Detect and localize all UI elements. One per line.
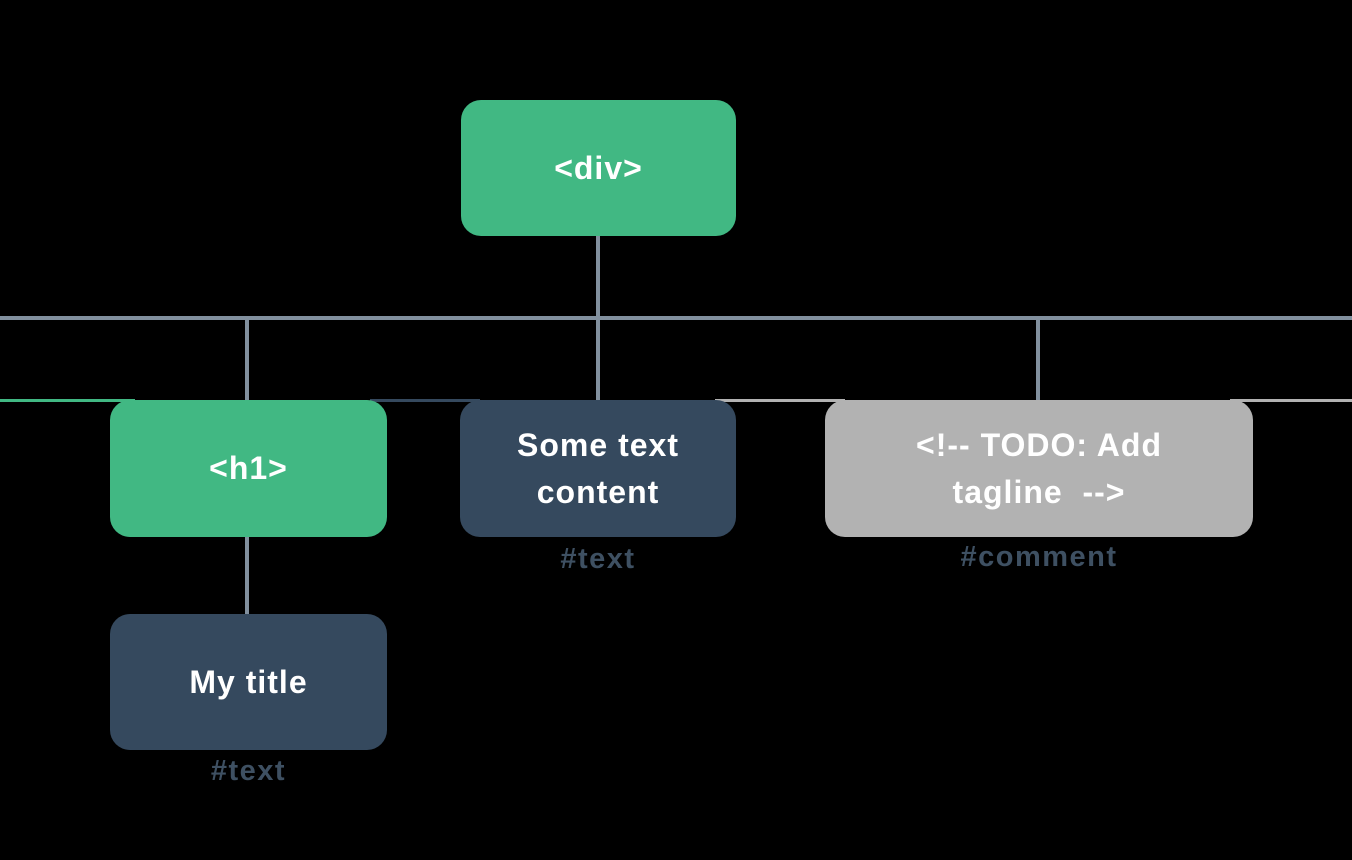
connector-drop-text xyxy=(596,316,600,402)
row-edge-line-between-h1-and-text xyxy=(370,399,480,402)
node-text-line1: Some text xyxy=(517,427,679,464)
node-h1-element: <h1> xyxy=(110,400,387,537)
annotation-comment-node: #comment xyxy=(960,541,1118,573)
connector-drop-comment xyxy=(1036,316,1040,402)
node-comment-line1: <!-- TODO: Add xyxy=(916,427,1162,464)
connector-h1-child xyxy=(245,536,249,616)
node-text-line2: content xyxy=(536,473,660,510)
node-my-title-label: My title xyxy=(189,663,308,700)
connector-children-rail xyxy=(0,316,1352,320)
connector-drop-h1 xyxy=(245,316,249,402)
node-comment: <!-- TODO: Add tagline --> xyxy=(825,400,1253,537)
node-text-content: Some text content xyxy=(460,400,736,537)
connector-div-trunk xyxy=(596,235,600,320)
node-my-title-text: My title xyxy=(110,614,387,750)
row-edge-line-right xyxy=(1230,399,1352,402)
node-comment-line2: tagline --> xyxy=(952,473,1126,510)
row-edge-line-between-text-and-comment xyxy=(715,399,845,402)
node-div-label: <div> xyxy=(554,149,643,186)
annotation-text-node: #text xyxy=(560,543,636,575)
annotation-my-title-text-node: #text xyxy=(210,755,287,787)
node-div-element: <div> xyxy=(461,100,736,236)
row-edge-line-left xyxy=(0,399,135,402)
node-h1-label: <h1> xyxy=(209,450,288,487)
